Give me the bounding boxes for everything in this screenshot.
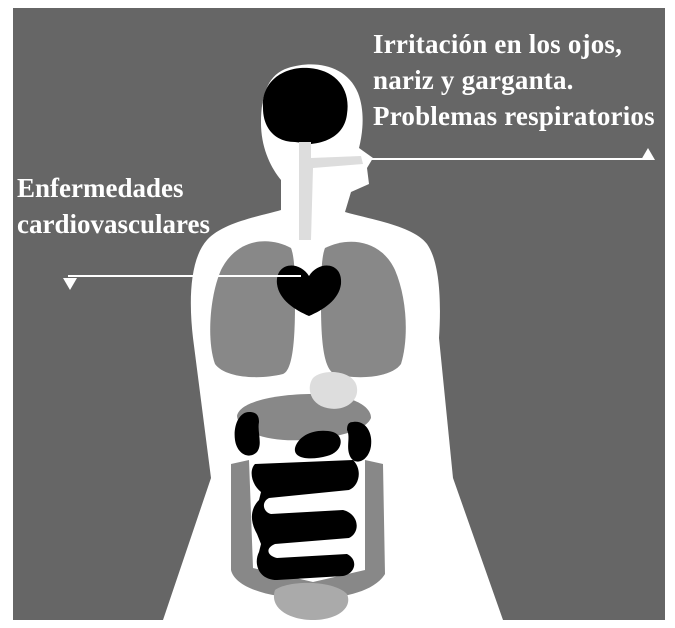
respiratory-label-line-2: nariz y garganta. — [373, 62, 663, 98]
cardio-label: Enfermedades cardiovasculares — [17, 170, 277, 242]
respiratory-label-line-3: Problemas respiratorios — [373, 98, 663, 134]
cardio-label-line-2: cardiovasculares — [17, 206, 277, 242]
diagram-frame: Irritación en los ojos, nariz y garganta… — [13, 8, 665, 620]
small-intestine — [252, 460, 359, 580]
cardio-arrowhead — [63, 278, 77, 290]
respiratory-arrowhead — [641, 148, 655, 160]
respiratory-label-line-1: Irritación en los ojos, — [373, 26, 663, 62]
brain — [263, 68, 348, 144]
respiratory-label: Irritación en los ojos, nariz y garganta… — [373, 26, 663, 134]
cardio-label-line-1: Enfermedades — [17, 170, 277, 206]
stomach — [310, 372, 357, 409]
